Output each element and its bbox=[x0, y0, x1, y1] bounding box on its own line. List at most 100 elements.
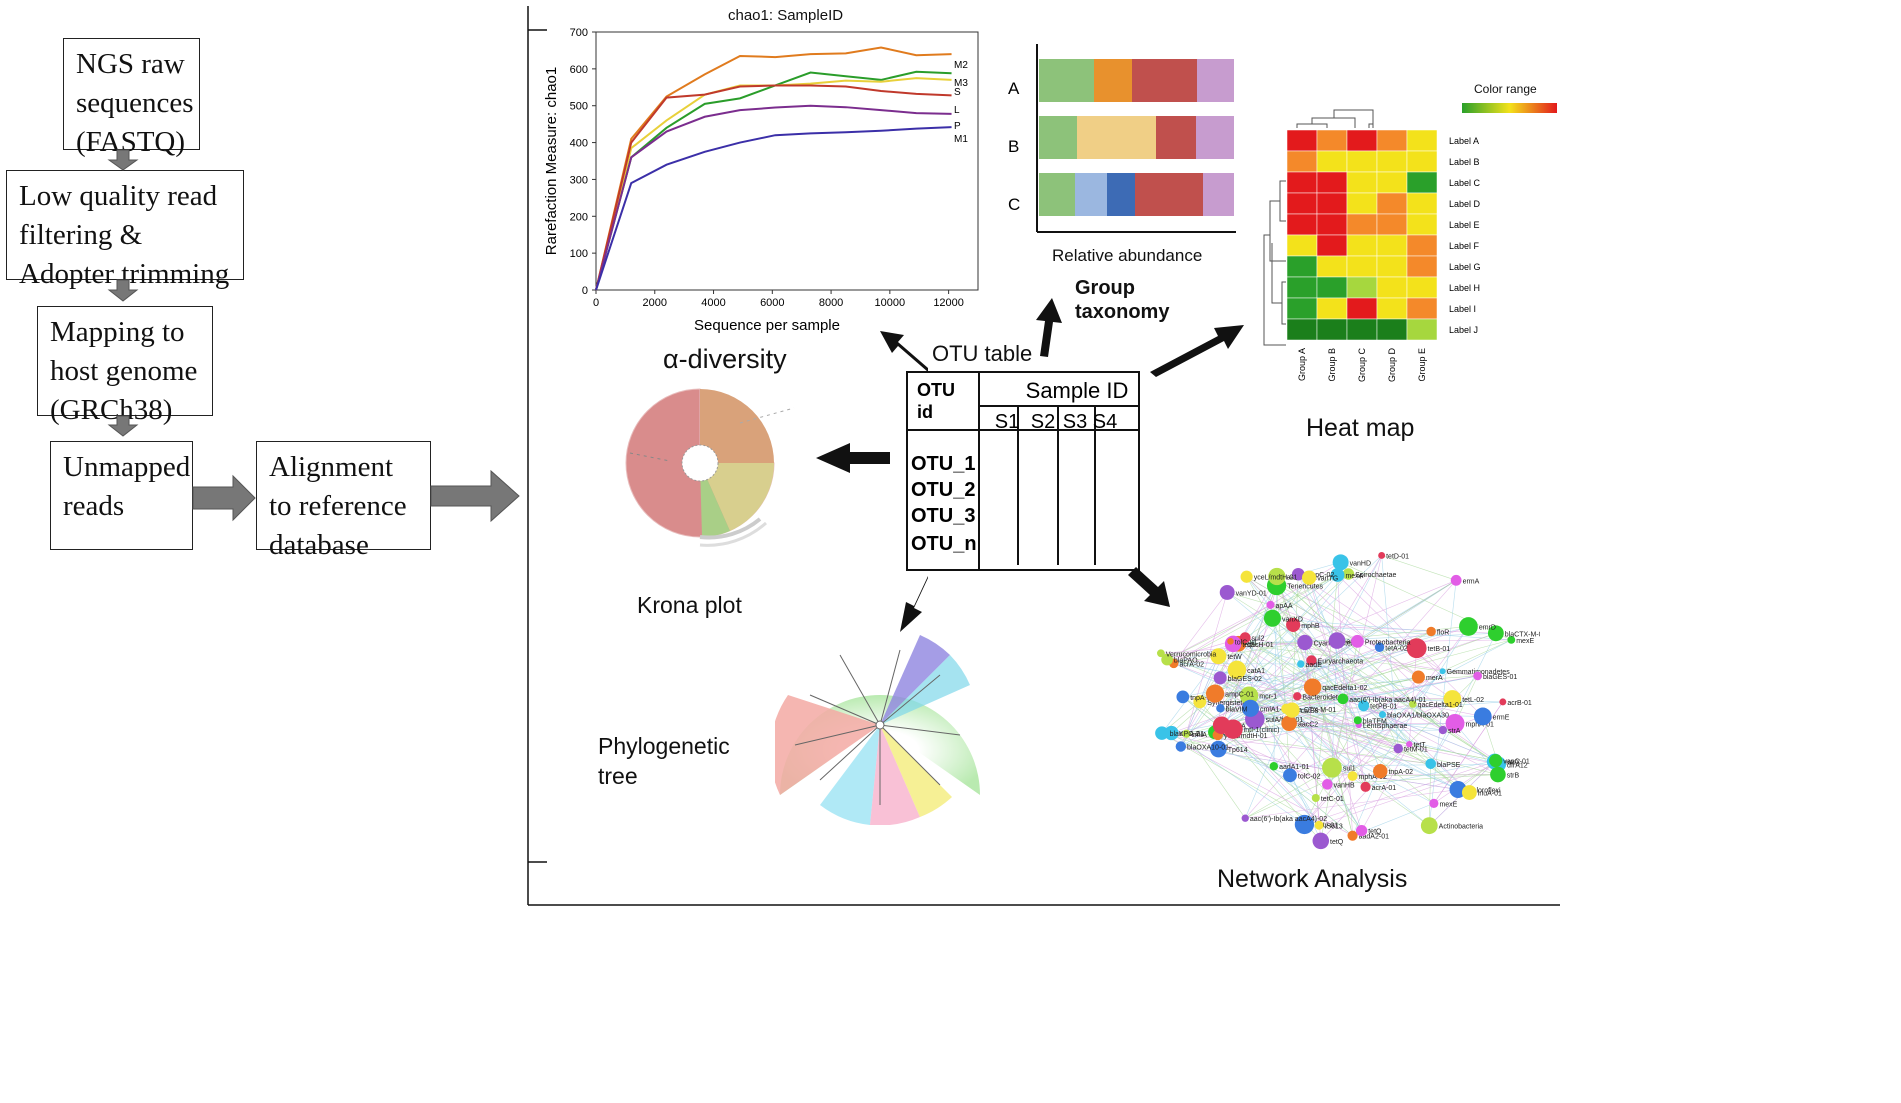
network-node bbox=[1210, 648, 1227, 665]
series-label-l: L bbox=[954, 105, 960, 116]
network-node bbox=[1297, 634, 1313, 651]
network-node-label: Verrucomicrobia bbox=[1166, 651, 1217, 658]
network-node-label: tolC-02 bbox=[1298, 773, 1321, 780]
heatmap-row-label: Label D bbox=[1449, 199, 1481, 209]
network-node bbox=[1176, 690, 1190, 704]
otu-sample-s4: S4 bbox=[1093, 411, 1117, 433]
network-node-label: blaPSE bbox=[1437, 762, 1461, 769]
network-node bbox=[1507, 635, 1516, 644]
network-node-label: tetQ bbox=[1368, 829, 1382, 836]
network-node-label: Lentisphaerae bbox=[1363, 723, 1407, 730]
network-node bbox=[1269, 762, 1279, 771]
network-node bbox=[1322, 779, 1333, 790]
heatmap-row-label: Label E bbox=[1449, 220, 1480, 230]
network-node-label: Chloroflexi bbox=[1468, 788, 1502, 795]
network-node-label: blaPAO bbox=[1174, 658, 1198, 665]
network-node-label: yceL/mdtH-01 bbox=[1254, 575, 1298, 582]
network-node-label: Tp614 bbox=[1228, 747, 1248, 754]
network-node-label: cmlA bbox=[1191, 732, 1207, 739]
krona-plot-label: Krona plot bbox=[637, 592, 742, 618]
network-node bbox=[1213, 671, 1227, 685]
network-node-label: qacH-01 bbox=[1247, 642, 1274, 649]
network-node-label: tetA-02 bbox=[1385, 645, 1408, 652]
taxonomy-title: Group taxonomy bbox=[1075, 277, 1170, 323]
heatmap-row-label: Label H bbox=[1449, 283, 1480, 293]
network-graph: SynergistetestetTermBermXqacH-01tetU-01E… bbox=[1155, 551, 1540, 850]
otu-row-2: OTU_2 bbox=[911, 479, 975, 501]
heatmap-row-label: Label J bbox=[1449, 325, 1478, 335]
phylogenetic-tree bbox=[775, 635, 980, 825]
network-node bbox=[1283, 768, 1297, 783]
network-node bbox=[1473, 707, 1492, 726]
arrow-to-alpha bbox=[880, 331, 928, 372]
network-node bbox=[1360, 781, 1371, 792]
y-tick-label: 700 bbox=[570, 28, 588, 39]
network-node bbox=[1347, 771, 1358, 781]
krona-center bbox=[681, 444, 719, 482]
arrow-down-1 bbox=[107, 149, 139, 171]
network-node bbox=[1303, 678, 1322, 696]
network-node-label: ampC-01 bbox=[1225, 692, 1254, 699]
network-node bbox=[1461, 785, 1477, 800]
otu-row-1: OTU_1 bbox=[911, 453, 975, 475]
x-tick-label: 8000 bbox=[819, 297, 843, 309]
series-label-p: P bbox=[954, 121, 961, 132]
network-node bbox=[1445, 713, 1465, 733]
network-node bbox=[1322, 757, 1342, 778]
x-tick-label: 0 bbox=[593, 297, 599, 309]
network-node-label: mexA bbox=[1345, 573, 1363, 580]
x-tick-label: 12000 bbox=[933, 297, 964, 309]
y-tick-label: 500 bbox=[570, 101, 588, 113]
network-node-label: bla CTX-M-01 bbox=[1293, 707, 1337, 714]
network-node-label: tetT bbox=[1413, 742, 1426, 749]
network-node-label: aac(6')-Ib(aka aacA4)-01 bbox=[1349, 697, 1426, 704]
network-node bbox=[1411, 670, 1425, 684]
network-node-label: ampC-02 bbox=[1306, 572, 1335, 579]
network-node bbox=[1443, 690, 1462, 708]
otu-id-header-1: OTU bbox=[917, 380, 955, 400]
network-node bbox=[1306, 655, 1317, 666]
network-node-label: tetU-01 bbox=[1315, 822, 1338, 829]
network-node bbox=[1426, 626, 1436, 637]
otu-id-header-2: id bbox=[917, 402, 933, 422]
network-node bbox=[1227, 638, 1234, 645]
network-node bbox=[1355, 824, 1368, 837]
x-tick-label: 4000 bbox=[701, 297, 725, 309]
heatmap-col-label: Group E bbox=[1417, 348, 1427, 382]
y-tick-label: 600 bbox=[570, 64, 588, 76]
tax-row-b-label: B bbox=[1008, 137, 1019, 156]
series-line-l bbox=[595, 84, 952, 291]
network-node-label: blaGES-01 bbox=[1483, 674, 1517, 681]
network-node-label: blaOXA1/blaOXA30 bbox=[1387, 713, 1449, 720]
network-node-label: tetQ bbox=[1330, 839, 1344, 846]
network-node-label: IS613 bbox=[1325, 823, 1343, 830]
network-node bbox=[1406, 638, 1427, 659]
network-node bbox=[1439, 668, 1446, 675]
network-node-label: mcr-1 bbox=[1259, 694, 1277, 701]
network-node bbox=[1374, 642, 1385, 653]
otu-row-3: OTU_3 bbox=[911, 505, 975, 527]
heatmap-col-label: Group B bbox=[1327, 348, 1337, 382]
heatmap-col-label: Group A bbox=[1297, 348, 1307, 381]
step-quality-filter: Low quality read filtering & Adopter tri… bbox=[6, 170, 244, 290]
step-unmapped: Unmapped reads bbox=[50, 441, 193, 550]
network-node bbox=[1489, 754, 1503, 768]
tax-bar-b bbox=[1039, 116, 1234, 159]
alpha-diversity-label: α-diversity bbox=[663, 344, 787, 374]
heatmap-col-label: Group D bbox=[1387, 348, 1397, 383]
pipeline-arrows bbox=[107, 149, 520, 523]
network-node-label: Synergistetes bbox=[1207, 700, 1250, 707]
network-node-label: Proteobacteria bbox=[1365, 639, 1411, 646]
network-node bbox=[1263, 609, 1281, 627]
plot-area bbox=[595, 31, 979, 291]
network-node-label: Tenericutes bbox=[1287, 584, 1323, 591]
network-node bbox=[1223, 719, 1243, 739]
network-analysis-label: Network Analysis bbox=[1217, 865, 1408, 893]
network-node-label: aadA1-01 bbox=[1279, 764, 1309, 771]
y-axis-label: Rarefaction Measure: chao1 bbox=[543, 67, 560, 255]
taxonomy-bars: A B C bbox=[1008, 44, 1236, 233]
x-tick-label: 10000 bbox=[875, 297, 906, 309]
heatmap-row-label: Label B bbox=[1449, 157, 1480, 167]
network-node-label: yceL/mdtH-01 bbox=[1224, 733, 1268, 740]
